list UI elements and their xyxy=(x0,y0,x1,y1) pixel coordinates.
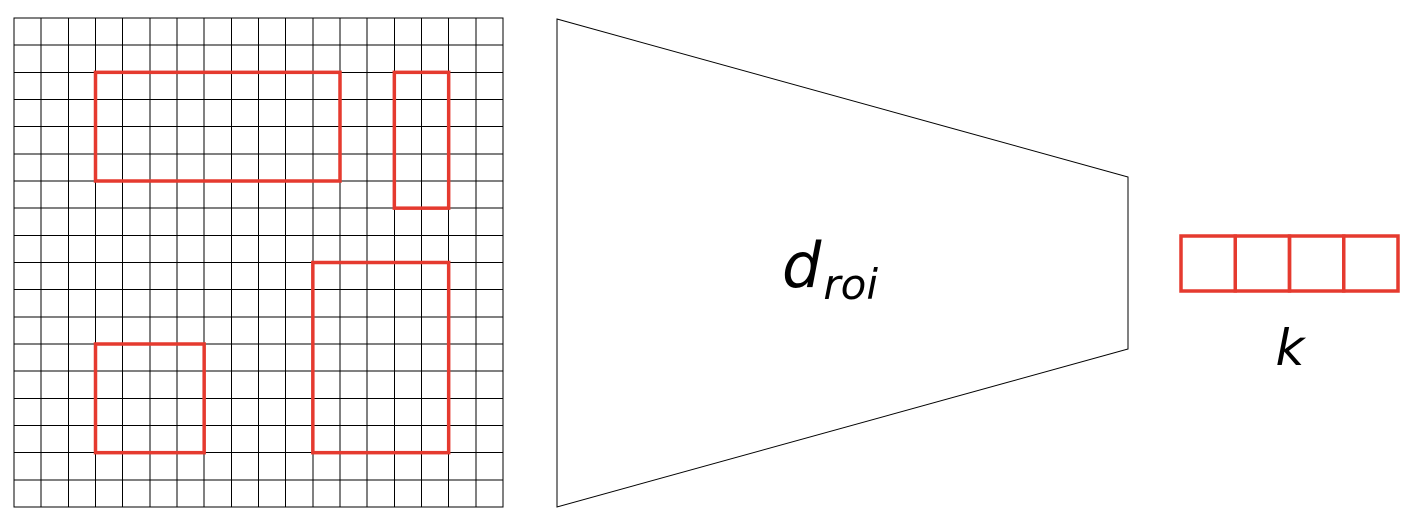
output-label: k xyxy=(1276,319,1307,377)
output-cell-2 xyxy=(1233,234,1292,293)
network-label: droi xyxy=(782,229,878,309)
network-trapezoid xyxy=(556,18,1129,508)
output-cell-4 xyxy=(1342,234,1400,293)
network-subscript: roi xyxy=(823,260,878,309)
roi-box-2 xyxy=(392,70,451,210)
roi-boxes xyxy=(93,70,451,455)
roi-box-3 xyxy=(311,260,451,455)
output-cell-3 xyxy=(1287,234,1346,293)
network-symbol: d xyxy=(782,229,822,302)
output-vector xyxy=(1179,234,1400,293)
output-cell-1 xyxy=(1179,234,1237,293)
roi-box-4 xyxy=(93,342,206,455)
roi-box-1 xyxy=(93,70,342,183)
